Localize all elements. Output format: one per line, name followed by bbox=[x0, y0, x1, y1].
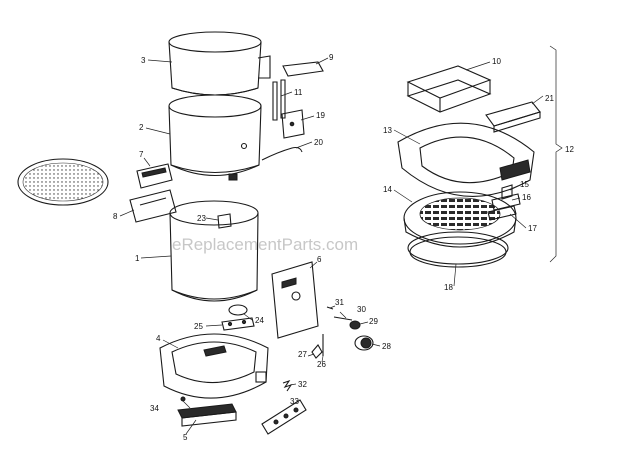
handle-7 bbox=[136, 163, 173, 189]
label-11: 11 bbox=[294, 88, 303, 97]
pad-21 bbox=[485, 101, 541, 133]
label-34: 34 bbox=[150, 404, 159, 413]
part-25 bbox=[221, 317, 255, 331]
label-18: 18 bbox=[444, 283, 453, 292]
label-32: 32 bbox=[298, 380, 307, 389]
lamp-27 bbox=[311, 344, 323, 359]
bracket-9 bbox=[282, 61, 324, 77]
label-3: 3 bbox=[141, 56, 146, 65]
lid-13 bbox=[397, 122, 535, 197]
label-15: 15 bbox=[520, 180, 529, 189]
screw-34 bbox=[180, 396, 186, 402]
watermark-text: eReplacementParts.com bbox=[172, 235, 358, 254]
fry-basket bbox=[168, 31, 271, 96]
bracket-12 bbox=[549, 45, 563, 263]
switch-plate-19 bbox=[281, 109, 305, 139]
label-5: 5 bbox=[183, 433, 188, 442]
label-24: 24 bbox=[255, 316, 264, 325]
label-16: 16 bbox=[522, 193, 531, 202]
label-29: 29 bbox=[369, 317, 378, 326]
part-labels: 3 2 7 8 1 23 9 11 19 20 6 4 25 24 34 5 3… bbox=[113, 53, 574, 442]
gasket-18 bbox=[407, 231, 509, 268]
label-31: 31 bbox=[335, 298, 344, 307]
pin-30 bbox=[333, 316, 353, 321]
label-13: 13 bbox=[383, 126, 392, 135]
label-20: 20 bbox=[314, 138, 323, 147]
label-7: 7 bbox=[139, 150, 144, 159]
base-4 bbox=[159, 333, 269, 399]
label-33: 33 bbox=[290, 397, 299, 406]
label-23: 23 bbox=[197, 214, 206, 223]
label-9: 9 bbox=[329, 53, 334, 62]
label-12: 12 bbox=[565, 145, 574, 154]
knob-29 bbox=[349, 320, 361, 330]
label-21: 21 bbox=[545, 94, 554, 103]
part-24 bbox=[228, 304, 248, 316]
control-plate-33 bbox=[261, 399, 307, 435]
label-26: 26 bbox=[317, 360, 326, 369]
clip-23 bbox=[217, 213, 232, 229]
grille-10 bbox=[406, 65, 492, 113]
knob-28 bbox=[354, 335, 374, 351]
inner-cylinder bbox=[169, 200, 259, 302]
leader-lines bbox=[119, 57, 544, 435]
label-27: 27 bbox=[298, 350, 307, 359]
label-1: 1 bbox=[135, 254, 140, 263]
label-25: 25 bbox=[194, 322, 203, 331]
label-30: 30 bbox=[357, 305, 366, 314]
clip-17 bbox=[487, 205, 517, 221]
ring-14 bbox=[403, 191, 517, 248]
panel-6 bbox=[271, 261, 319, 339]
filter-disc bbox=[17, 158, 109, 206]
label-10: 10 bbox=[492, 57, 501, 66]
wire-20 bbox=[261, 146, 303, 161]
spring-32 bbox=[282, 379, 293, 392]
label-19: 19 bbox=[316, 111, 325, 120]
label-4: 4 bbox=[156, 334, 161, 343]
handle-8 bbox=[129, 189, 177, 223]
clip-11 bbox=[272, 79, 286, 121]
label-28: 28 bbox=[382, 342, 391, 351]
label-14: 14 bbox=[383, 185, 392, 194]
bar-5 bbox=[177, 403, 237, 427]
outer-pot bbox=[168, 94, 262, 181]
label-2: 2 bbox=[139, 123, 144, 132]
clip-15 bbox=[501, 184, 513, 200]
label-8: 8 bbox=[113, 212, 118, 221]
label-17: 17 bbox=[528, 224, 537, 233]
clip-16 bbox=[491, 193, 521, 211]
label-6: 6 bbox=[317, 255, 322, 264]
